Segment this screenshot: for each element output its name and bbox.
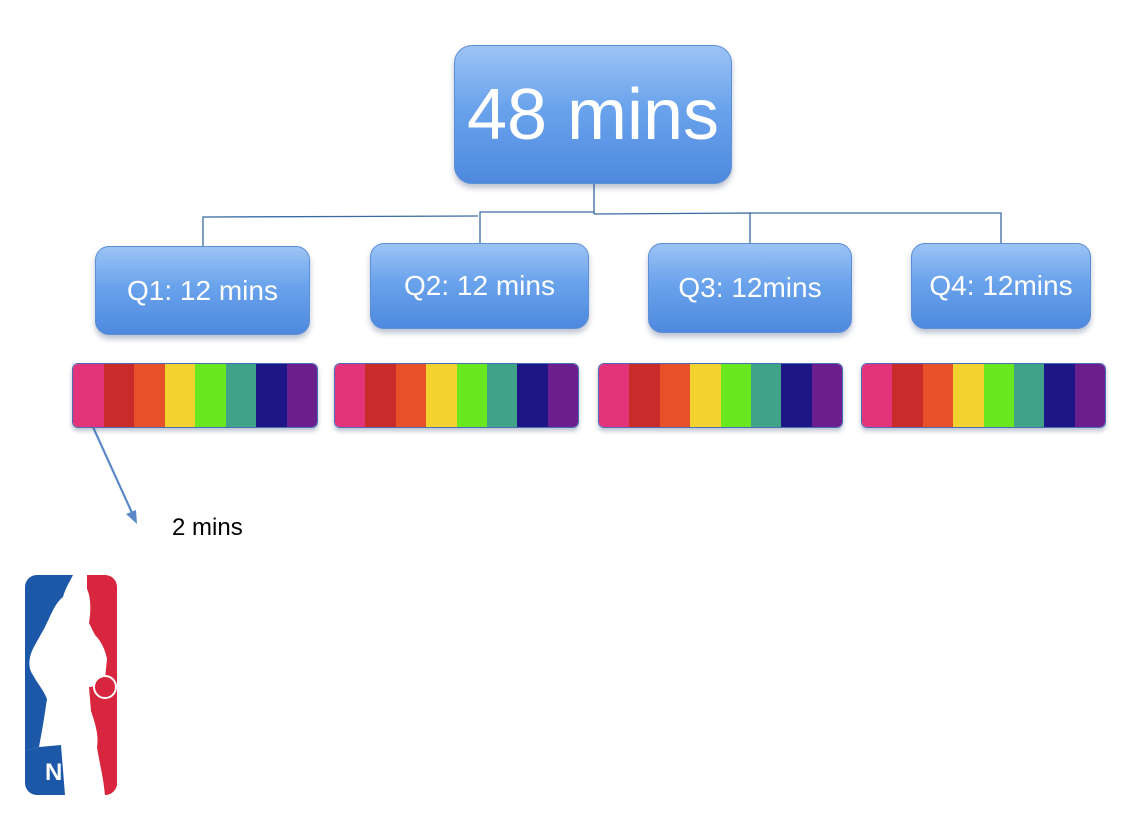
time-segment: [134, 364, 165, 427]
segment-strip-q4: [861, 363, 1106, 428]
time-segment: [1013, 364, 1045, 427]
time-segment: [547, 364, 578, 427]
time-segment: [811, 364, 842, 427]
time-segment: [781, 364, 812, 427]
time-segment: [164, 364, 195, 427]
time-segment: [256, 364, 287, 427]
time-segment: [1044, 364, 1075, 427]
time-segment: [365, 364, 396, 427]
segment-strip-q1: [72, 363, 318, 428]
quarter-box-q1: Q1: 12 mins: [95, 246, 310, 335]
time-segment: [862, 364, 893, 427]
time-segment: [395, 364, 427, 427]
time-segment: [953, 364, 984, 427]
time-segment: [225, 364, 256, 427]
time-segment: [659, 364, 691, 427]
nba-logo: NBA: [25, 575, 117, 795]
quarter-label-q3: Q3: 12mins: [678, 272, 822, 303]
time-segment: [690, 364, 721, 427]
time-segment: [599, 364, 630, 427]
total-minutes-label: 48 mins: [466, 74, 720, 155]
segment-duration-label: 2 mins: [172, 514, 243, 541]
time-segment: [486, 364, 518, 427]
quarter-box-q2: Q2: 12 mins: [370, 243, 589, 329]
time-segment: [456, 364, 487, 427]
quarter-box-q3: Q3: 12mins: [648, 243, 852, 333]
time-segment: [983, 364, 1014, 427]
time-segment: [195, 364, 226, 427]
time-segment: [335, 364, 366, 427]
segment-strip-q2: [334, 363, 579, 428]
nba-logo-text: NBA: [45, 759, 97, 786]
time-segment: [720, 364, 751, 427]
time-segment: [629, 364, 660, 427]
quarter-label-q4: Q4: 12mins: [929, 270, 1073, 301]
time-segment: [750, 364, 782, 427]
time-segment: [922, 364, 954, 427]
time-segment: [892, 364, 923, 427]
time-segment: [286, 364, 317, 427]
q4-connector: [750, 212, 1002, 243]
q1-connector: [202, 215, 479, 246]
time-segment: [1074, 364, 1105, 427]
time-segment: [426, 364, 457, 427]
time-segment: [73, 364, 104, 427]
segment-strip-q3: [598, 363, 843, 428]
quarter-label-q1: Q1: 12 mins: [127, 274, 278, 306]
quarter-box-q4: Q4: 12mins: [911, 243, 1091, 329]
total-minutes-box: 48 mins: [454, 45, 732, 184]
quarter-label-q2: Q2: 12 mins: [404, 270, 555, 301]
time-segment: [103, 364, 134, 427]
q2-connector: [479, 211, 594, 243]
time-segment: [517, 364, 548, 427]
q3-connector: [593, 212, 751, 243]
